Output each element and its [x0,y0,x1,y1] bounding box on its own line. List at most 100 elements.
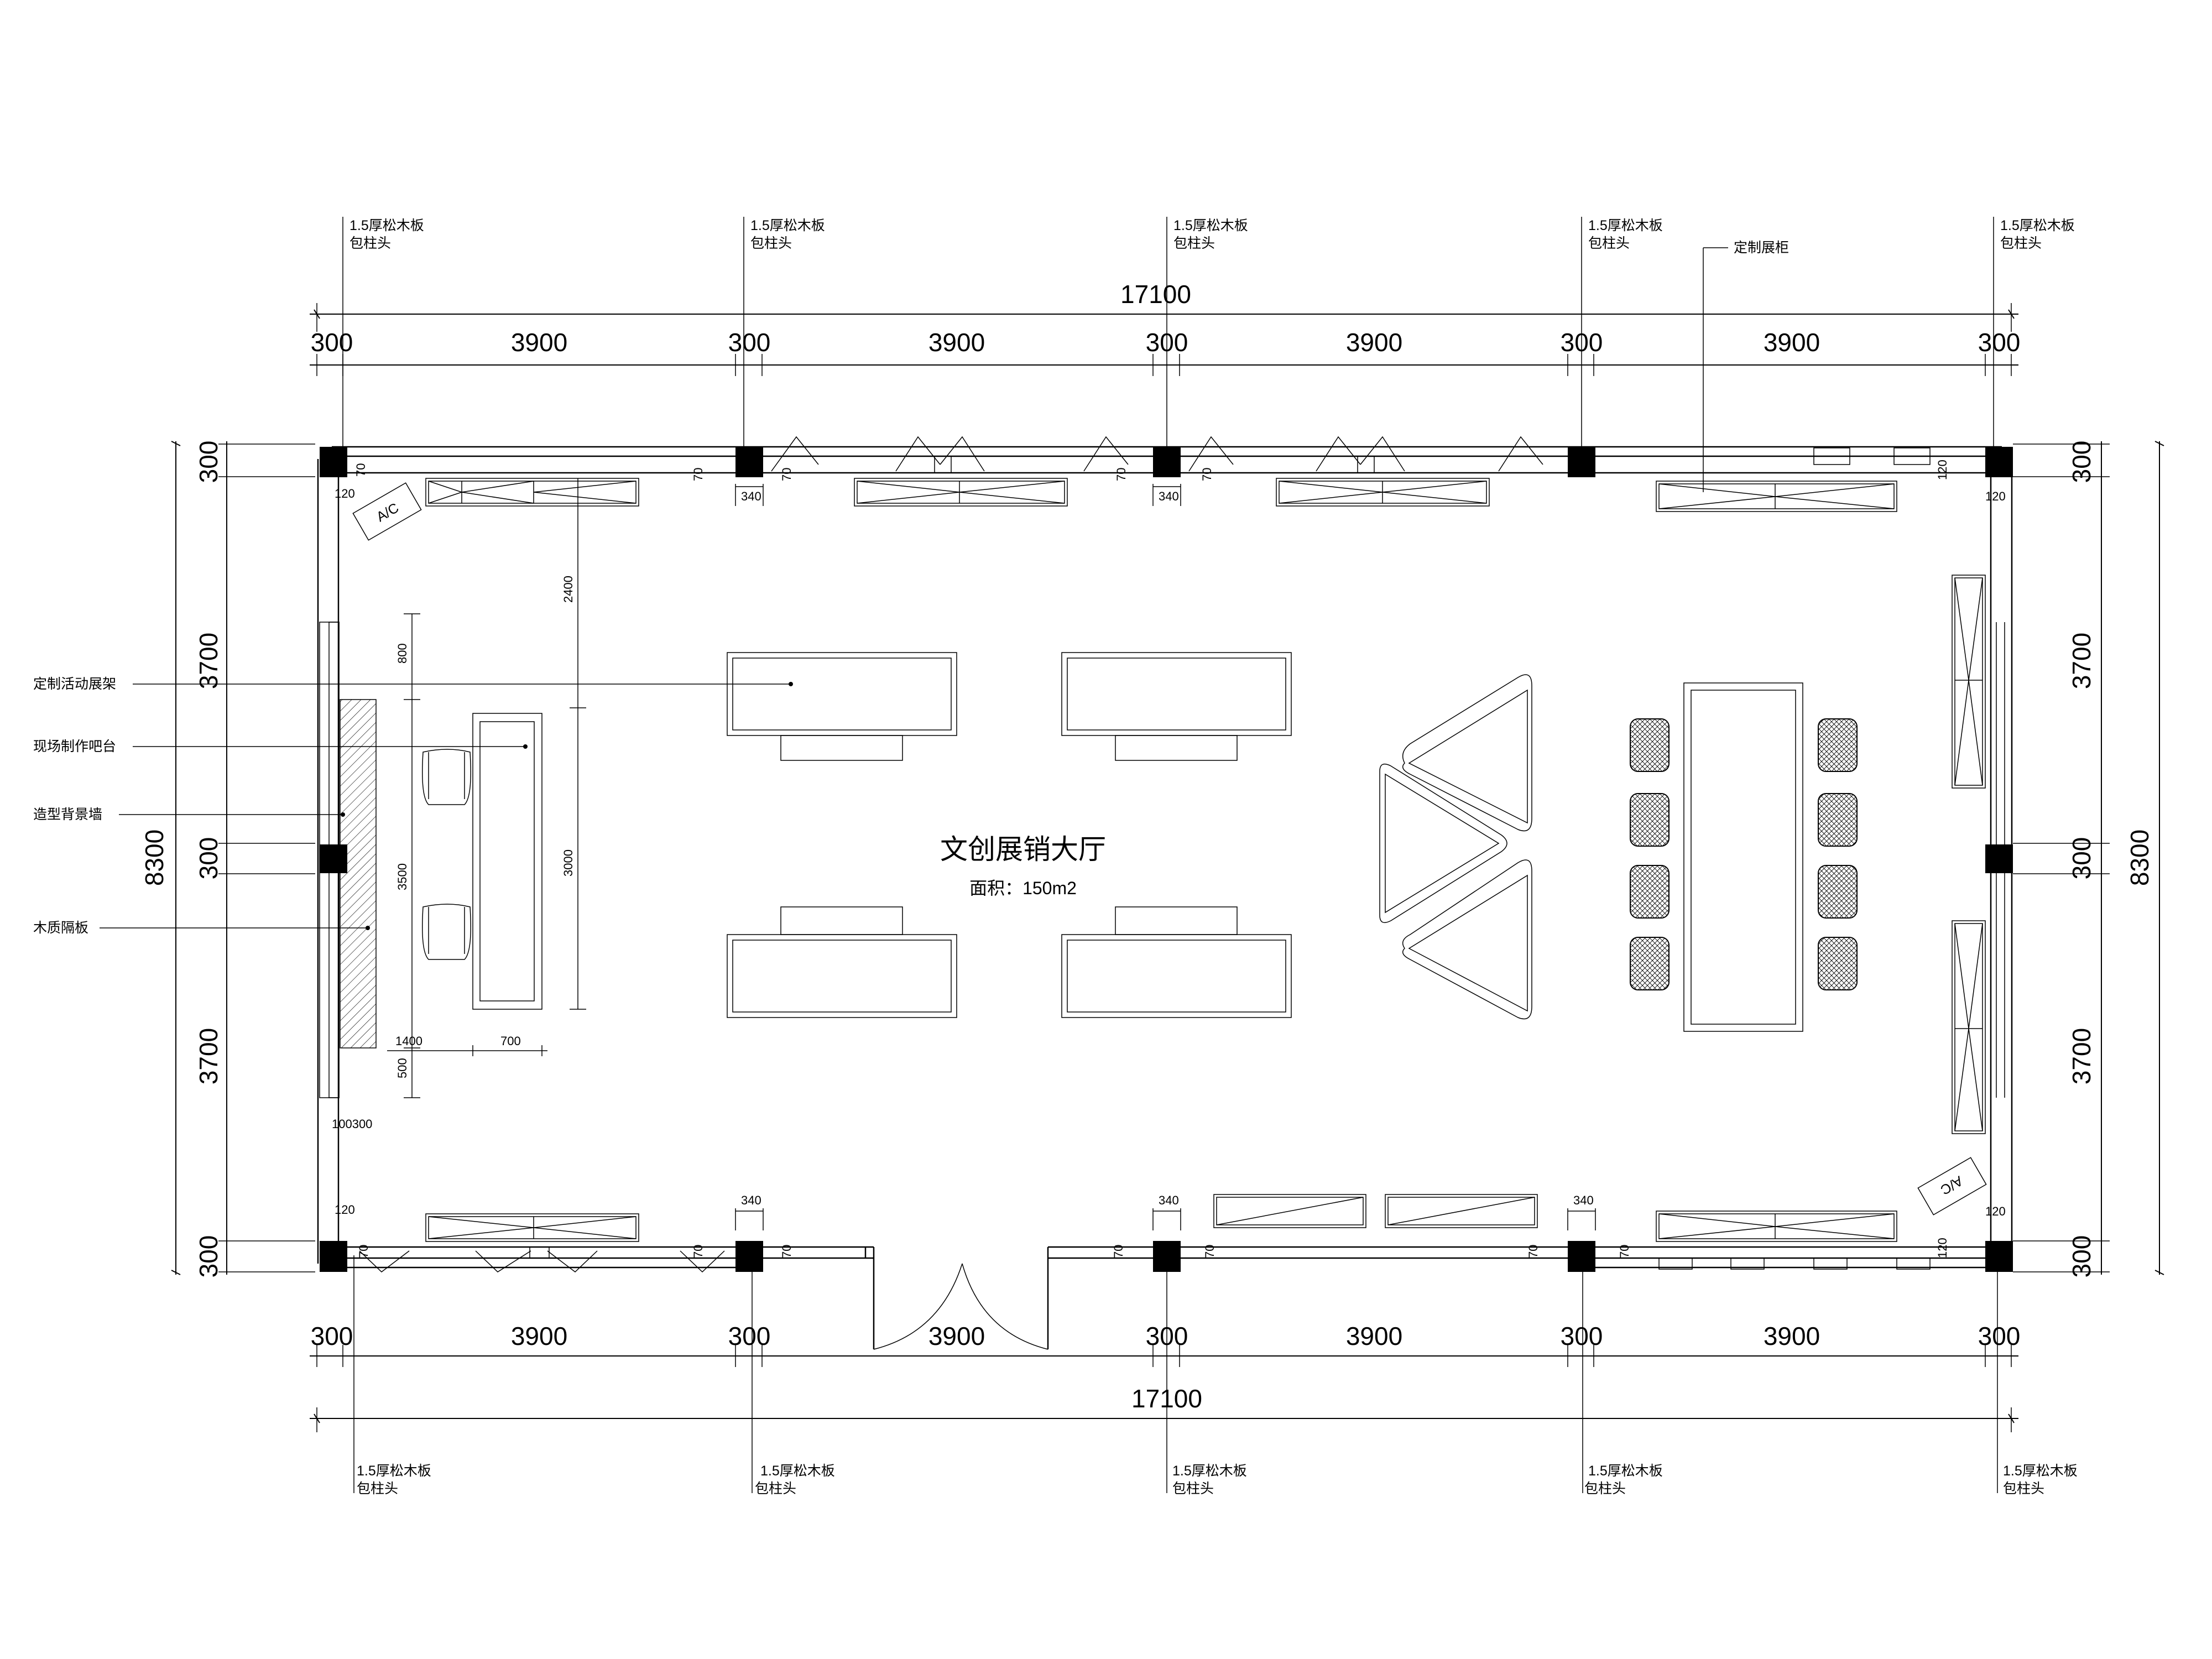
column-top-4 [1568,447,1595,477]
note-col3-top-l2: 包柱头 [1173,236,1215,251]
column-bot-3 [1153,1241,1181,1272]
display-tables [727,652,1292,1018]
dim-70-t5: 70 [1200,468,1214,481]
note-col2-bot-l2: 包柱头 [755,1481,796,1496]
dim-2400: 2400 [561,576,575,603]
bottom-column-notes: 1.5厚松木板 包柱头 1.5厚松木板 包柱头 1.5厚松木板 包柱头 1.5厚… [353,1255,2078,1496]
room-area: 面积：150m2 [969,878,1077,898]
chair-left-1 [1630,718,1670,772]
display-table-4 [1061,906,1292,1018]
dim-right-bay2: 3700 [2067,1028,2096,1084]
dim-top-bay3: 3900 [1346,328,1402,357]
dim-left-bay2: 3700 [194,1028,223,1084]
left-wall-features: 800 3500 500 2400 3000 1400 700 100300 [319,478,586,1131]
dim-120-tr2: 120 [1985,489,2006,503]
cabinet-bot-3 [1385,1194,1538,1228]
chair-right-2 [1818,793,1858,847]
feature-wall-hatch [340,699,377,1048]
ac-label-bottom: A/C [1938,1173,1965,1198]
chair-right-4 [1818,937,1858,990]
dim-70-b3: 70 [780,1245,794,1258]
legend-bar-counter: 现场制作吧台 [33,739,116,754]
dim-340-b1: 340 [741,1193,761,1207]
dim-120-tr: 120 [1936,460,1949,480]
dim-340-b2: 340 [1159,1193,1179,1207]
column-top-5 [1985,447,2013,477]
cabinet-top-4 [1656,481,1897,512]
note-col5-bot-l2: 包柱头 [2003,1481,2044,1496]
dim-top-col1: 300 [311,328,353,357]
dim-right-total: 8300 [2125,830,2154,886]
dim-500: 500 [395,1058,409,1078]
note-col5-top-l1: 1.5厚松木板 [2000,218,2075,233]
column-right-mid [1985,844,2013,873]
display-table-1 [727,652,957,761]
dim-70-t4: 70 [1114,468,1128,481]
dim-120-br: 120 [1936,1238,1949,1258]
entry-double-door [873,1263,1048,1350]
bottom-dim-ticks [316,1345,2012,1367]
triangle-display-2 [1379,763,1507,924]
top-dim-ticks [316,354,2012,376]
display-table-2 [1061,652,1292,761]
dim-70-b2: 70 [691,1245,705,1258]
dim-right-bay1: 3700 [2067,633,2096,689]
column-bot-5 [1985,1241,2013,1272]
dim-700: 700 [500,1034,521,1048]
note-col3-top-l1: 1.5厚松木板 [1173,218,1248,233]
legend-wood-partition: 木质隔板 [33,920,88,936]
cabinet-top-2 [854,478,1068,507]
ac-unit-top: A/C [352,482,422,541]
left-legend: 定制活动展架 现场制作吧台 造型背景墙 木质隔板 [33,676,793,936]
dim-120-bl: 120 [335,1203,355,1217]
room-label: 文创展销大厅 面积：150m2 [940,834,1106,898]
dim-top-bay4: 3900 [1764,328,1820,357]
cabinet-bot-1 [425,1213,639,1242]
left-dim-ticks [218,444,315,1272]
dim-340-t2: 340 [1159,489,1179,503]
dim-3000: 3000 [561,849,575,877]
chair-left-4 [1630,937,1670,990]
chair-left-3 [1630,865,1670,919]
chair-right-1 [1818,718,1858,772]
note-col3-bot-l1: 1.5厚松木板 [1172,1463,1247,1479]
note-col5-bot-l1: 1.5厚松木板 [2003,1463,2078,1479]
dim-70-t3: 70 [780,468,794,481]
dim-top-total: 17100 [1120,280,1191,309]
wall-cabinets [425,478,2005,1242]
top-dimension-chain: 17100 300 3900 300 3900 300 3900 300 390… [310,280,2020,376]
cabinet-top-1 [425,478,639,507]
note-col4-top-l2: 包柱头 [1588,236,1630,251]
dim-right-col1: 300 [2067,441,2096,483]
dim-left-bay1: 3700 [194,633,223,689]
dim-70-bl: 70 [357,1245,371,1258]
room-name: 文创展销大厅 [940,834,1106,865]
cabinet-bot-2 [1213,1194,1366,1228]
note-col2-top-l1: 1.5厚松木板 [750,218,825,233]
long-table [1683,682,1803,1032]
legend-feature-wall: 造型背景墙 [33,807,102,822]
note-col1-top-l1: 1.5厚松木板 [349,218,424,233]
dim-bot-col4: 300 [1561,1322,1603,1350]
note-col5-top-l2: 包柱头 [2000,236,2042,251]
triangle-display-1 [1402,674,1532,832]
note-col4-bot-l2: 包柱头 [1584,1481,1626,1496]
dim-70-b5: 70 [1203,1245,1217,1258]
dim-100-300: 100300 [332,1117,372,1131]
left-dimension-chain: 8300 300 3700 300 3700 300 [140,441,315,1277]
dim-bot-col1: 300 [311,1322,353,1350]
dim-left-col2: 300 [194,837,223,880]
long-table-set [1630,682,1858,1032]
dim-right-col3: 300 [2067,1235,2096,1278]
dim-bot-bay2: 3900 [928,1322,985,1350]
column-bot-1 [320,1241,347,1272]
note-col2-top-l2: 包柱头 [750,236,792,251]
dim-800: 800 [395,643,409,664]
ac-label-top: A/C [374,500,401,525]
bar-stool-2 [422,904,471,960]
chairs [1630,718,1858,990]
dim-left-total: 8300 [140,830,169,886]
bar-stool-1 [422,749,471,805]
dim-70-t2: 70 [691,468,705,481]
